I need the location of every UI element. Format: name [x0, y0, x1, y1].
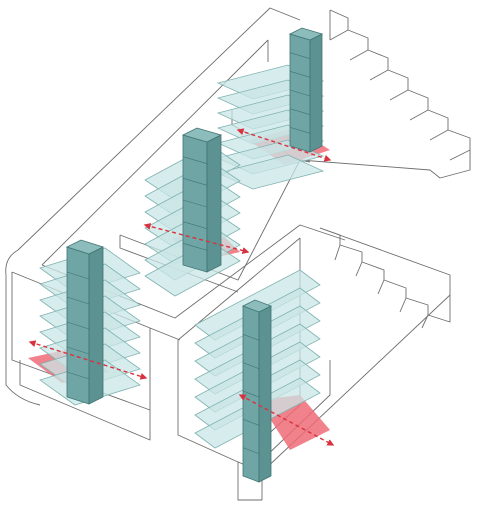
arrow-north	[236, 128, 332, 162]
core-1-floor-line	[289, 108, 311, 115]
core-1-floor-line	[289, 71, 311, 78]
core-4	[242, 299, 272, 483]
core-1-floor-line	[289, 89, 311, 97]
core-4-floor-line	[242, 447, 260, 454]
core-3-floor-line	[66, 296, 90, 305]
circulation-arrows	[28, 128, 335, 446]
core-2-face-right	[206, 134, 222, 273]
arrow-left	[28, 340, 148, 380]
stair-east-risers	[334, 244, 429, 329]
stair-east-profile	[319, 227, 451, 323]
core-4-floor-line	[242, 334, 260, 341]
stair-north	[329, 9, 471, 170]
core-1	[288, 27, 324, 153]
arrow-center	[143, 223, 250, 254]
outline-roof-outer	[5, 7, 331, 406]
core-1-face-right	[309, 33, 323, 153]
core-2	[181, 127, 223, 273]
core-3-face-right	[88, 246, 104, 405]
core-3-top	[65, 239, 105, 255]
arrow-south	[238, 394, 335, 446]
outline-roof-inner	[41, 39, 269, 266]
core-3-floor-line	[66, 271, 90, 280]
core-3-floor-line	[66, 321, 90, 330]
core-3	[65, 239, 105, 405]
core-2-floor-line	[182, 199, 208, 208]
core-2-top	[181, 127, 223, 143]
core-1-top	[288, 27, 324, 41]
core-1-floor-line	[289, 52, 311, 59]
stair-north-risers	[329, 29, 471, 161]
core-4-floor-line	[242, 362, 260, 369]
core-2-floor-line	[182, 178, 208, 186]
stair-north-profile	[329, 9, 471, 170]
stair-east	[319, 227, 451, 329]
core-4-face-right	[258, 305, 272, 483]
core-4-top	[242, 299, 272, 313]
core-2-floor-line	[182, 156, 208, 164]
